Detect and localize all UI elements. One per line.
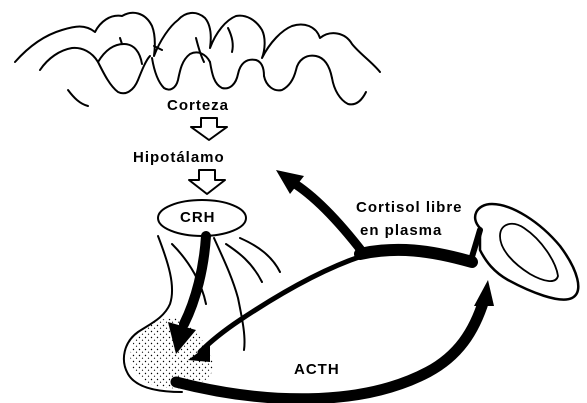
cortex-to-hypothalamus-arrow	[191, 118, 227, 140]
brain-cortex-illustration	[15, 13, 380, 106]
hypothalamus-to-crh-arrow	[189, 170, 225, 194]
hypothalamus-label: Hipotálamo	[133, 150, 225, 165]
acth-arrowhead	[474, 280, 494, 306]
crh-label: CRH	[180, 210, 216, 225]
cortex-label: Corteza	[167, 98, 229, 113]
cortisol-to-hypothalamus-arrow	[292, 182, 364, 254]
acth-arrow	[176, 300, 484, 399]
acth-label: ACTH	[294, 362, 340, 377]
cortisol-label-line1: Cortisol libre	[356, 200, 463, 215]
cortisol-trunk	[360, 250, 472, 262]
cortisol-label-line2: en plasma	[360, 223, 442, 238]
cortisol-to-pituitary-arrow	[200, 256, 362, 352]
crh-to-pituitary-arrow	[184, 236, 206, 324]
